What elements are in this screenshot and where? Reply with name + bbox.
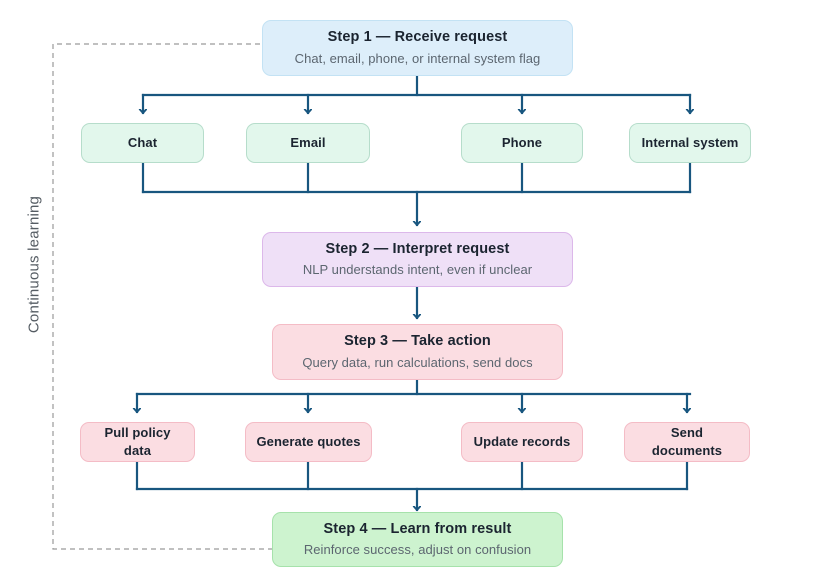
node-step-4[interactable]: Step 4 — Learn from result Reinforce suc…	[272, 512, 563, 567]
node-channel-internal-system-label: Internal system	[641, 135, 739, 151]
node-action-send-documents[interactable]: Send documents	[624, 422, 750, 462]
node-step-2-title: Step 2 — Interpret request	[325, 240, 510, 257]
node-step-3[interactable]: Step 3 — Take action Query data, run cal…	[272, 324, 563, 380]
node-channel-internal-system[interactable]: Internal system	[629, 123, 751, 163]
node-action-update-records-label: Update records	[473, 434, 571, 450]
continuous-learning-loop	[52, 43, 273, 550]
node-channel-phone-label: Phone	[501, 135, 543, 151]
node-channel-chat-label: Chat	[127, 135, 158, 151]
node-step-2[interactable]: Step 2 — Interpret request NLP understan…	[262, 232, 573, 287]
node-channel-chat[interactable]: Chat	[81, 123, 204, 163]
node-channel-email[interactable]: Email	[246, 123, 370, 163]
node-action-send-documents-label: Send documents	[651, 425, 723, 458]
continuous-learning-label: Continuous learning	[25, 195, 43, 334]
node-action-pull-policy-data[interactable]: Pull policy data	[80, 422, 195, 462]
node-channel-phone[interactable]: Phone	[461, 123, 583, 163]
node-step-1-subtitle: Chat, email, phone, or internal system f…	[294, 50, 541, 66]
node-action-generate-quotes-label: Generate quotes	[256, 434, 361, 450]
node-step-3-title: Step 3 — Take action	[344, 333, 491, 350]
node-step-1-title: Step 1 — Receive request	[327, 29, 508, 46]
node-action-generate-quotes[interactable]: Generate quotes	[245, 422, 372, 462]
node-action-pull-policy-data-label: Pull policy data	[104, 425, 171, 458]
node-step-4-title: Step 4 — Learn from result	[323, 520, 512, 537]
node-step-4-subtitle: Reinforce success, adjust on confusion	[303, 542, 532, 558]
node-action-update-records[interactable]: Update records	[461, 422, 583, 462]
node-step-3-subtitle: Query data, run calculations, send docs	[302, 354, 533, 370]
node-channel-email-label: Email	[290, 135, 326, 151]
node-step-1[interactable]: Step 1 — Receive request Chat, email, ph…	[262, 20, 573, 76]
node-step-2-subtitle: NLP understands intent, even if unclear	[302, 262, 533, 278]
